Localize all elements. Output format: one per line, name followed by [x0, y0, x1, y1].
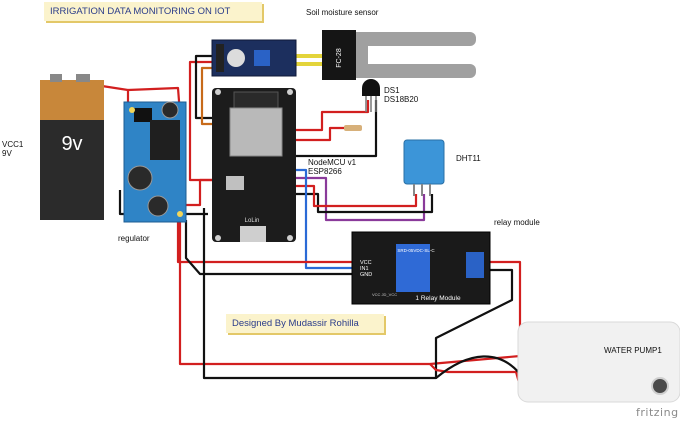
wire-dht-purple [296, 176, 426, 222]
wire-pump-feed-red [429, 363, 522, 387]
battery-9v: 9v [40, 74, 104, 220]
relay-board: VCC IN1 GND VCC JD_VCC SRD-05VDC-SL-C 1 … [351, 231, 491, 305]
soil-moisture-probe: FC-28 [322, 30, 476, 80]
ds18b20-sensor [344, 79, 380, 131]
designer-note: Designed By Mudassir Rohilla [226, 314, 384, 333]
relay-label: relay module [494, 218, 540, 227]
wire-relay-gnd [184, 220, 356, 276]
wire-dht-red [296, 184, 418, 208]
wire-relay-in [296, 168, 356, 270]
fritzing-watermark: fritzing [636, 406, 679, 419]
battery-ref-label: VCC1 [2, 140, 24, 149]
ds-part-label: DS18B20 [384, 95, 419, 104]
regulator-label: regulator [118, 234, 150, 243]
mcu-chip-label: ESP8266 [308, 167, 342, 176]
water-pump [517, 321, 680, 403]
relay-pin-vcc: VCC [360, 260, 372, 266]
mcu-board-text: LoLin [245, 218, 260, 224]
wire-moisture-vcc [188, 60, 215, 182]
wire-reg-to-mcu-red [182, 178, 214, 207]
pump-label: WATER PUMP1 [604, 346, 662, 355]
relay-jumper-text: VCC JD_VCC [372, 292, 397, 297]
ds-ref-label: DS1 [384, 86, 400, 95]
moisture-sensor-label: Soil moisture sensor [306, 8, 379, 17]
wire-ds-data [296, 100, 370, 132]
title-note: IRRIGATION DATA MONITORING ON IOT [44, 2, 262, 21]
regulator-board [123, 101, 187, 223]
relay-pin-gnd: GND [360, 272, 372, 278]
wire-pump-red-loop [178, 220, 522, 366]
wire-moisture-do [200, 66, 215, 126]
wire-dht-black [296, 192, 434, 214]
dht-label: DHT11 [456, 154, 481, 163]
soil-moisture-module [211, 39, 297, 77]
probe-label: FC-28 [336, 48, 343, 68]
wire-moisture-gnd [194, 54, 215, 120]
wire-pump-feed-black [435, 355, 521, 379]
mcu-name-label: NodeMCU v1 [308, 158, 357, 167]
battery-value-label: 9V [2, 149, 12, 158]
wire-relay-vcc [176, 214, 356, 264]
battery-face-label: 9v [61, 133, 82, 155]
relay-part-text: SRD-05VDC-SL-C [397, 248, 435, 253]
wire-ds-gnd [296, 100, 378, 158]
wire-pump-black-loop [202, 208, 514, 380]
nodemcu-board: LoLin [212, 88, 296, 242]
relay-board-text: 1 Relay Module [415, 295, 461, 302]
relay-pin-in1: IN1 [360, 266, 369, 272]
wires [101, 54, 522, 387]
dht11-sensor [403, 139, 445, 196]
